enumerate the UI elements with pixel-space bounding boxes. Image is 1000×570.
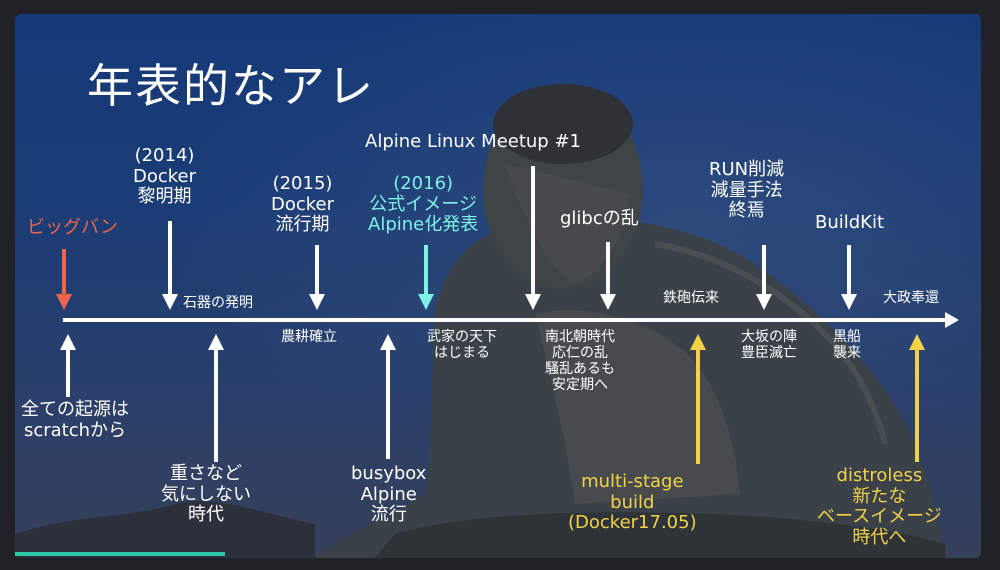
label-osaka: 大坂の陣豊臣滅亡 [741,329,797,362]
arrow-run [756,245,772,310]
arrow-glibc [600,242,616,310]
label-buildkit: BuildKit [815,212,885,233]
timeline-graphics [56,166,959,464]
arrow-meetup [525,166,541,310]
arrow-docker2015 [309,245,325,310]
timeline-arrowhead [945,312,959,328]
arrow-alpine2016 [418,245,434,310]
label-nanboku: 南北朝時代応仁の乱騒乱あるも安定期へ [545,329,615,394]
label-kurofune: 黒船襲来 [833,329,861,362]
arrow-docker2014 [162,221,178,310]
label-taisei: 大政奉還 [883,290,939,306]
label-gun: 鉄砲伝来 [663,290,719,306]
label-stone: 石器の発明 [183,295,253,311]
arrow-jusa [208,334,224,462]
arrow-multistage [690,334,706,464]
label-jusa: 重さなど気にしない時代 [161,463,251,526]
label-run: RUN削減減量手法終焉 [709,159,785,222]
label-glibc: glibcの乱 [560,208,639,229]
arrow-busybox [380,334,396,459]
arrow-distroless [909,334,925,462]
buddha-statue-image [15,84,945,558]
label-meetup: Alpine Linux Meetup #1 [365,131,581,152]
arrow-buildkit [841,245,857,310]
slide-title: 年表的なアレ [87,59,375,113]
label-bigbang: ビッグバン [27,217,118,238]
label-buke: 武家の天下はじまる [427,329,497,362]
label-noko: 農耕確立 [281,329,337,345]
arrow-scratch [60,334,76,397]
presentation-progress-bar [15,552,225,556]
arrow-bigbang [56,249,72,310]
